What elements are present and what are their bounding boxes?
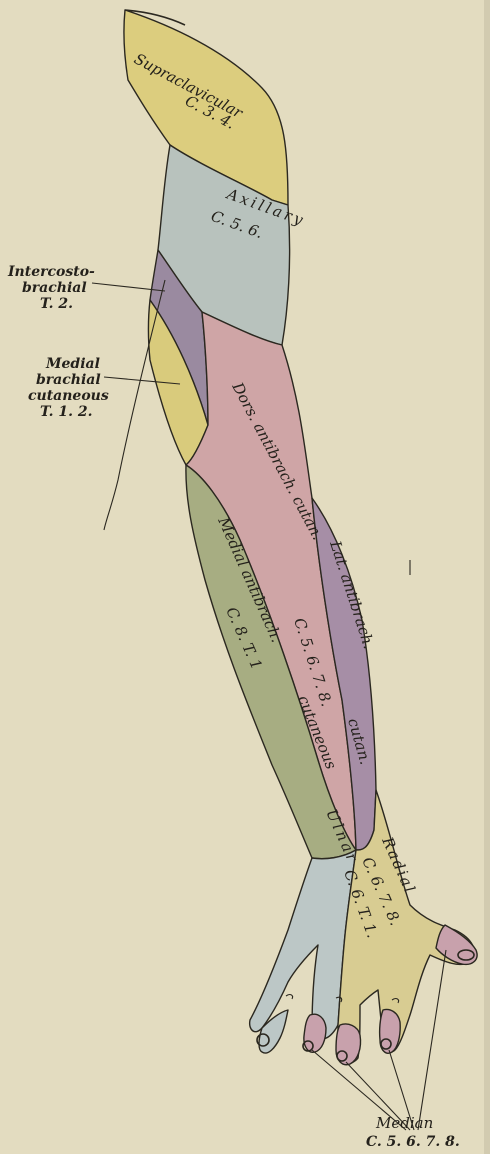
- intercostobrachial-roots: T. 2.: [40, 296, 73, 312]
- medial-brachial-label-2: brachial: [36, 372, 101, 388]
- medial-brachial-roots: T. 1. 2.: [40, 404, 92, 420]
- median-region-ring: [304, 1014, 326, 1052]
- crease-1: [286, 995, 293, 999]
- intercostobrachial-label-1: Intercosto-: [7, 264, 95, 280]
- page-edge: [484, 0, 490, 1154]
- intercostobrachial-label-2: brachial: [22, 280, 87, 296]
- medial-brachial-label-1: Medial: [45, 356, 100, 372]
- median-label: Median: [375, 1114, 433, 1132]
- medial-border-line: [104, 280, 165, 530]
- medial-brachial-label-3: cutaneous: [28, 388, 109, 404]
- median-leader-thumb: [418, 950, 446, 1130]
- median-roots: C. 5. 6. 7. 8.: [366, 1134, 460, 1150]
